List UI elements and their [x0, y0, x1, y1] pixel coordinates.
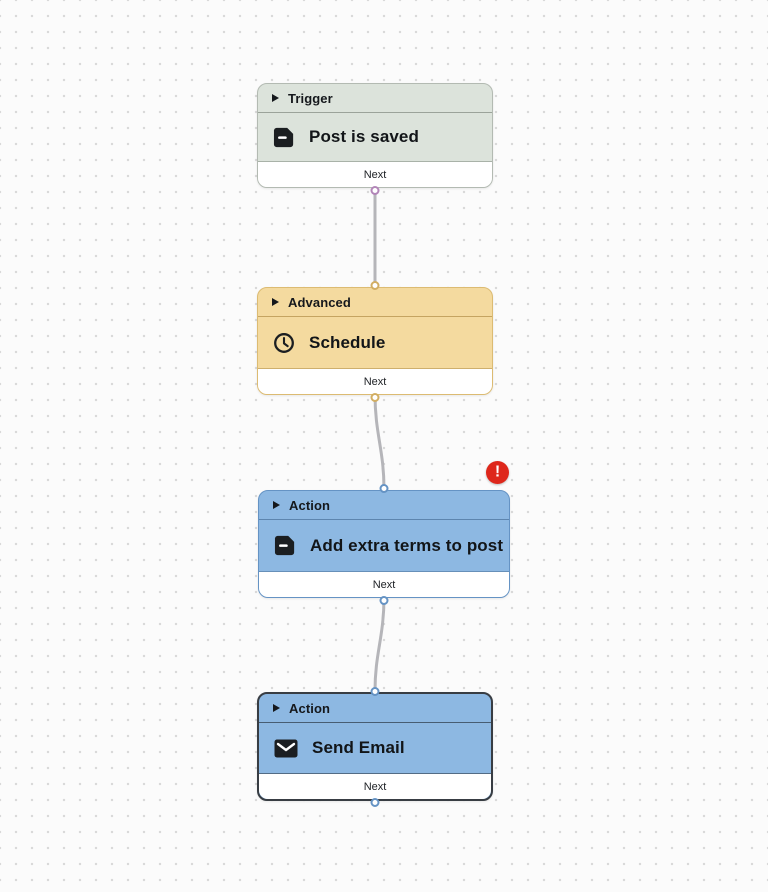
node-header[interactable]: Trigger	[258, 84, 492, 113]
node-footer: Next	[258, 369, 492, 394]
node-schedule[interactable]: Advanced Schedule Next	[257, 280, 493, 402]
node-body[interactable]: Post is saved	[258, 113, 492, 162]
envelope-icon	[274, 739, 298, 758]
next-label: Next	[363, 168, 387, 181]
node-footer: Next	[259, 572, 509, 597]
node-category-label: Action	[289, 700, 331, 716]
document-icon	[273, 127, 295, 148]
node-category-label: Trigger	[288, 90, 333, 106]
node-add-extra-terms[interactable]: Action Add extra terms to post Next	[258, 483, 510, 605]
node-body[interactable]: Send Email	[259, 723, 491, 774]
input-port[interactable]	[379, 483, 389, 493]
collapse-triangle-icon[interactable]	[273, 501, 280, 509]
output-port[interactable]	[370, 185, 380, 195]
node-title: Post is saved	[309, 127, 419, 146]
node-category-label: Action	[289, 497, 331, 513]
node-trigger[interactable]: Trigger Post is saved Next	[257, 83, 493, 195]
next-label: Next	[372, 578, 396, 591]
next-label: Next	[363, 375, 387, 388]
wire-action1-to-action2	[373, 595, 386, 693]
node-category-label: Advanced	[288, 294, 351, 310]
node-header[interactable]: Action	[259, 491, 509, 520]
collapse-triangle-icon[interactable]	[273, 704, 280, 712]
node-title: Schedule	[309, 332, 386, 352]
input-port[interactable]	[370, 280, 380, 290]
error-exclamation: !	[494, 463, 501, 480]
output-port[interactable]	[379, 595, 389, 605]
collapse-triangle-icon[interactable]	[272, 94, 279, 102]
collapse-triangle-icon[interactable]	[272, 298, 279, 306]
wire-schedule-to-action1	[373, 392, 386, 491]
node-footer: Next	[258, 162, 492, 187]
node-footer: Next	[259, 774, 491, 799]
node-header[interactable]: Action	[259, 694, 491, 723]
clock-icon	[273, 332, 295, 354]
node-title: Send Email	[312, 738, 405, 757]
error-badge[interactable]: !	[486, 461, 509, 484]
output-port[interactable]	[370, 392, 380, 402]
node-header[interactable]: Advanced	[258, 288, 492, 317]
node-body[interactable]: Add extra terms to post	[259, 520, 509, 572]
output-port[interactable]	[370, 797, 380, 807]
document-icon	[274, 535, 296, 556]
node-body[interactable]: Schedule	[258, 317, 492, 369]
node-title: Add extra terms to post	[310, 535, 504, 555]
node-send-email[interactable]: Action Send Email Next	[257, 686, 493, 807]
input-port[interactable]	[370, 686, 380, 696]
next-label: Next	[363, 780, 387, 793]
